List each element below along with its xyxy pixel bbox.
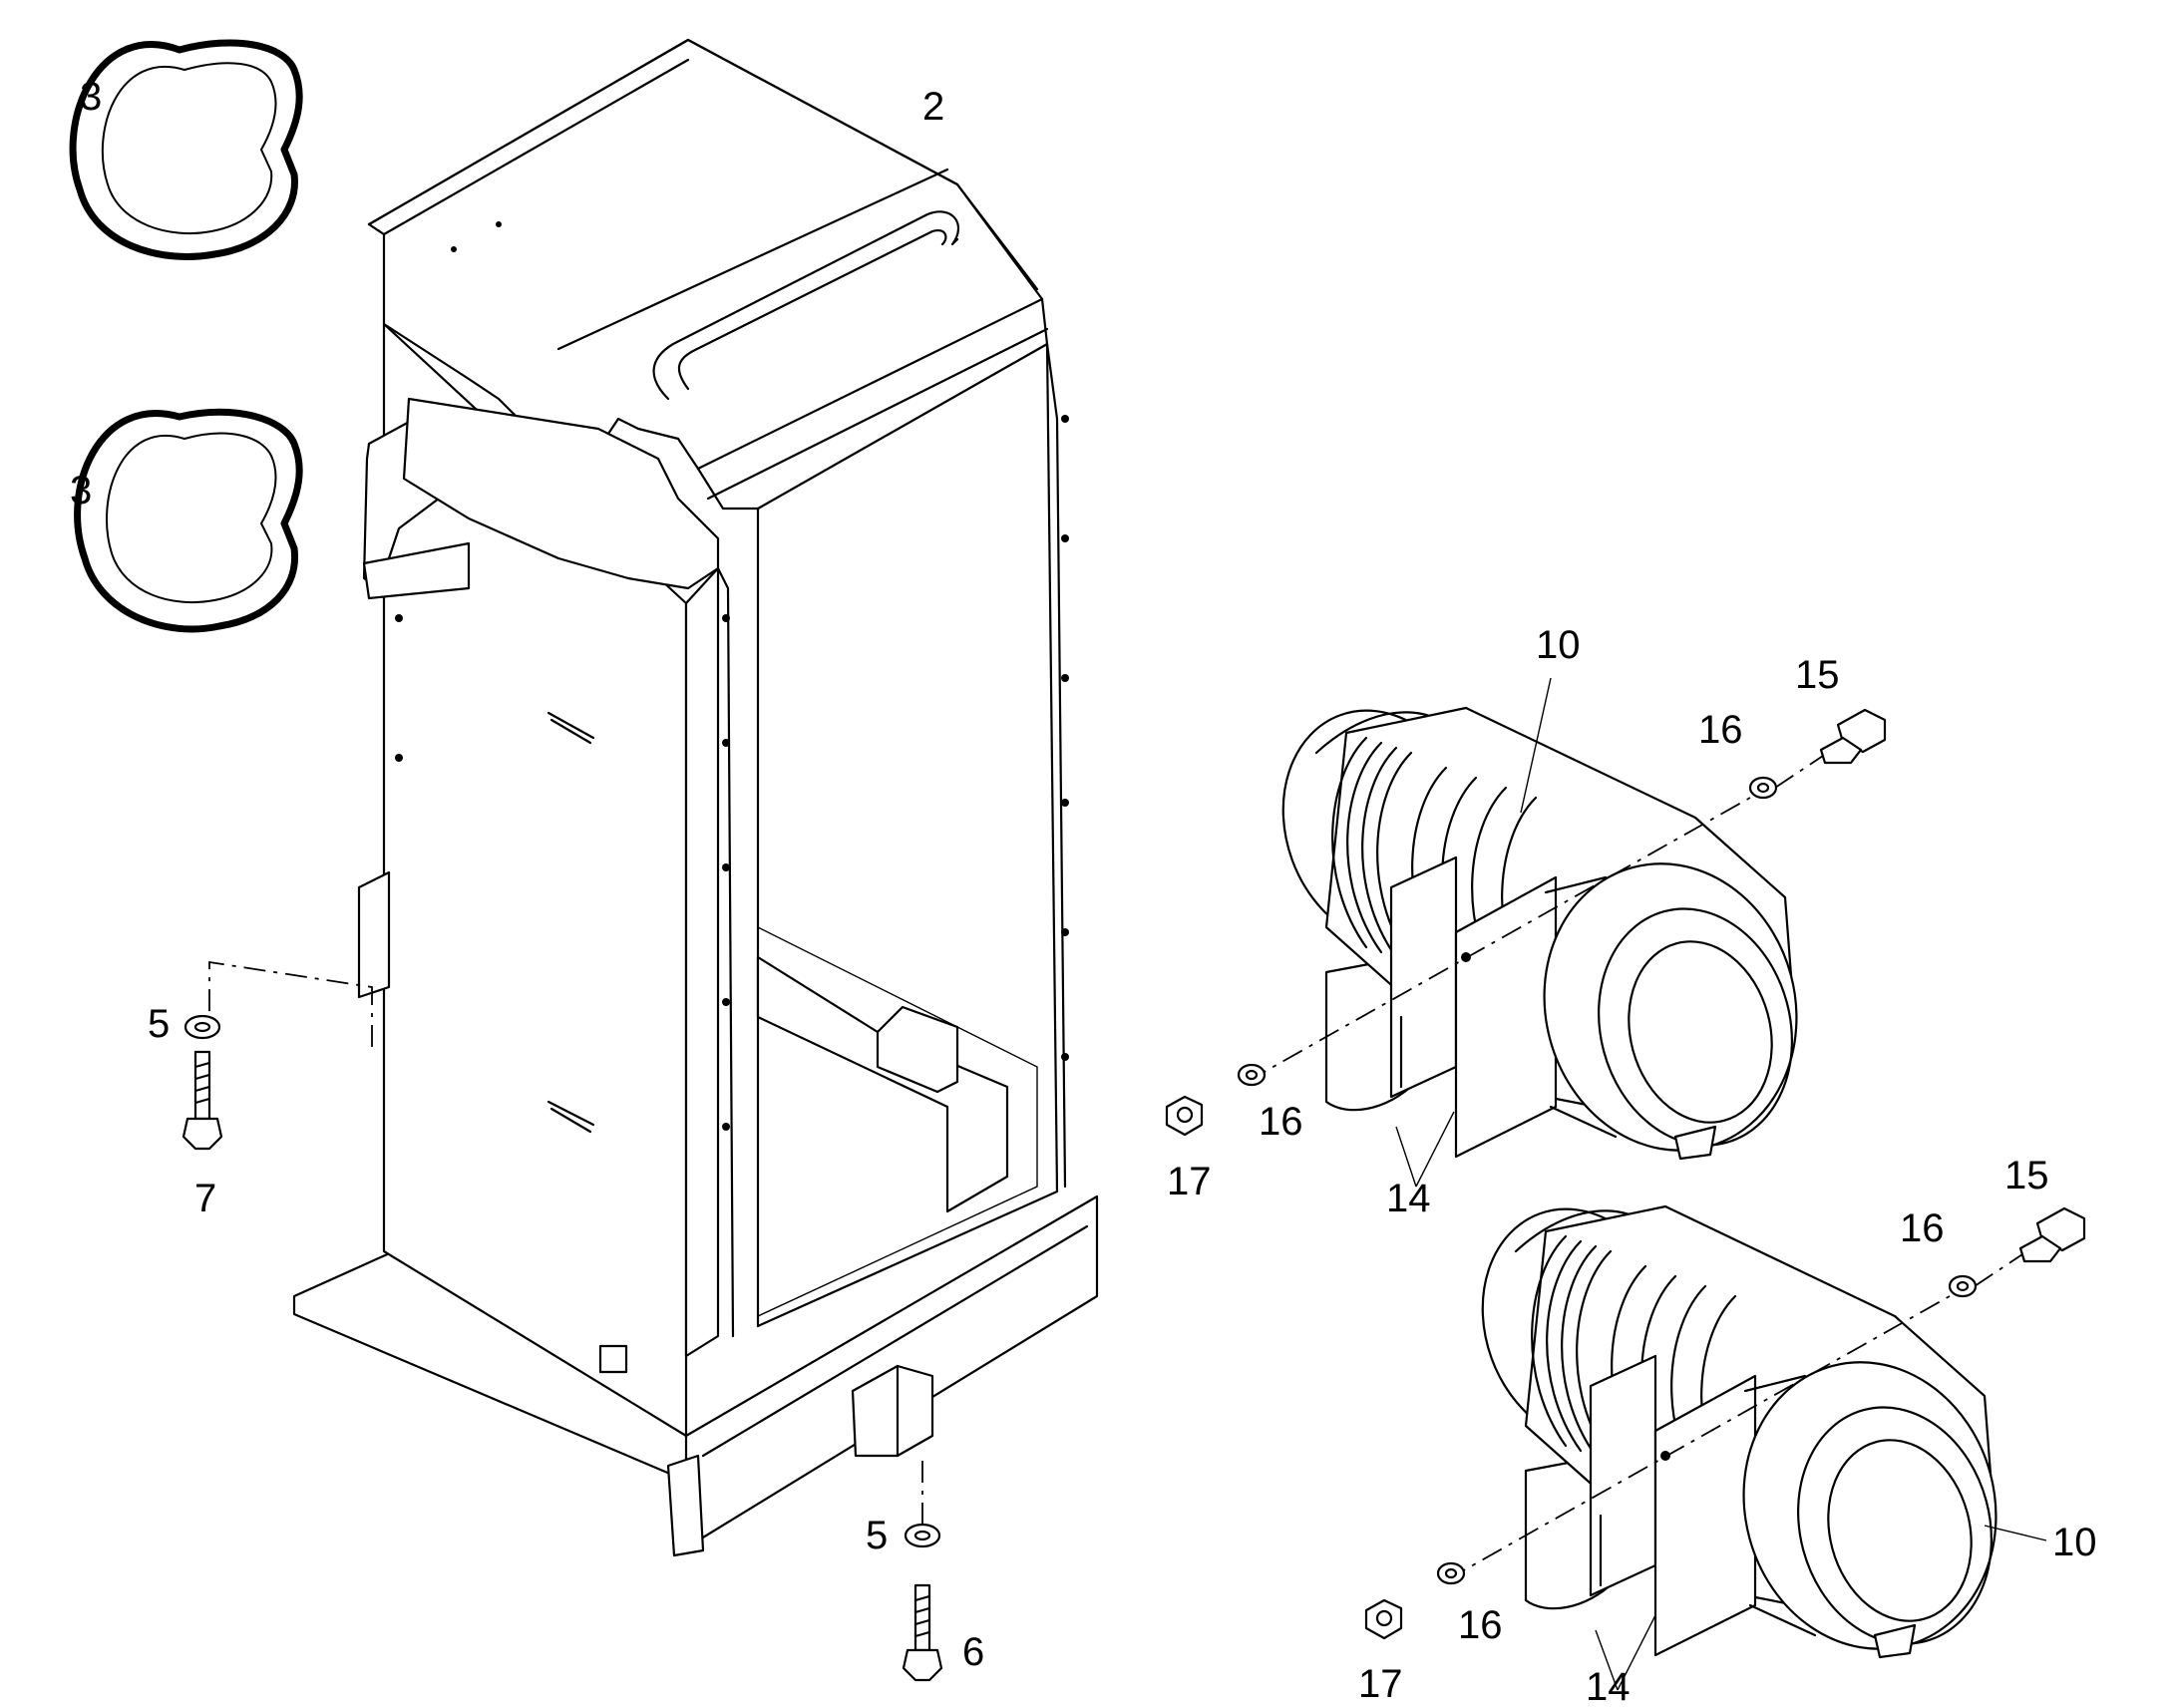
callout-labels: 2 3 3 5 7 5 6 10 15 16 16 17 14 15 16 10… (70, 75, 2097, 1708)
callout-3-lower: 3 (70, 469, 92, 512)
callout-6: 6 (962, 1630, 984, 1674)
air-filter-assembly-upper (1165, 706, 1887, 1161)
callout-14-upper: 14 (1386, 1177, 1431, 1220)
callout-3-upper: 3 (80, 75, 102, 119)
callout-7: 7 (194, 1177, 216, 1220)
gasket-upper (69, 39, 303, 260)
filter-housing (292, 38, 1099, 1557)
callout-16-upper-right: 16 (1698, 708, 1743, 752)
fastener-set-bottom (902, 1461, 943, 1682)
callout-14-lower: 14 (1586, 1665, 1631, 1708)
callout-17-upper: 17 (1167, 1160, 1212, 1203)
fastener-set-left (182, 960, 373, 1151)
callout-5-left: 5 (148, 1002, 170, 1046)
air-filter-assembly-lower (1364, 1204, 2086, 1659)
callout-15-lower: 15 (2004, 1154, 2049, 1197)
callout-16-lower-right: 16 (1900, 1206, 1945, 1250)
callout-10-upper: 10 (1536, 623, 1581, 667)
callout-16-upper-left: 16 (1259, 1100, 1303, 1144)
callout-5-bottom: 5 (866, 1514, 888, 1557)
callout-15-upper: 15 (1795, 653, 1840, 697)
callout-17-lower: 17 (1358, 1662, 1403, 1706)
gasket-lower (74, 408, 303, 633)
callout-16-lower-left: 16 (1458, 1603, 1503, 1647)
callout-2: 2 (922, 85, 944, 129)
callout-10-lower: 10 (2052, 1521, 2097, 1564)
leader-lines (1395, 677, 2047, 1691)
